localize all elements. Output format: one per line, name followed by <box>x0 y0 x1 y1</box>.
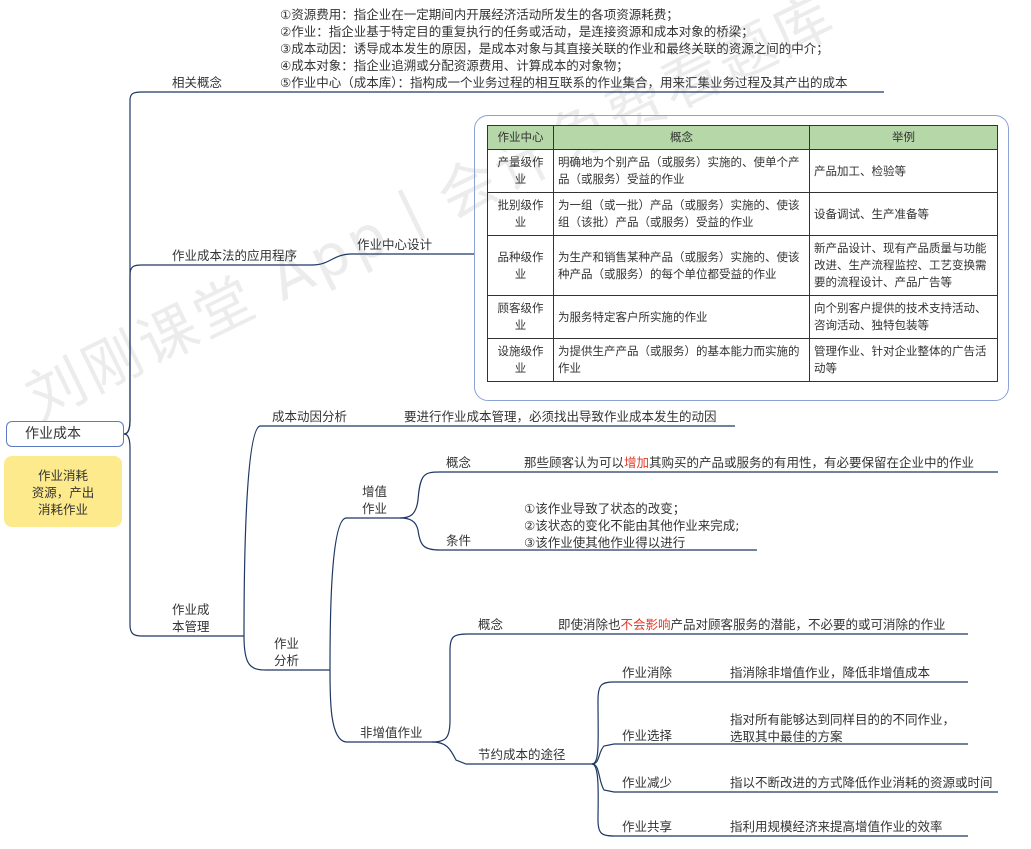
nva-concept-text: 即使消除也不会影响产品对顾客服务的潜能，不必要的或可消除的作业 <box>558 616 946 633</box>
activity-analysis-label[interactable]: 作业 分析 <box>274 635 299 669</box>
va-concept-text: 那些顾客认为可以增加其购买的产品或服务的有用性，有必要保留在企业中的作业 <box>524 454 974 471</box>
activity-analysis-line: 作业 <box>274 636 300 651</box>
activity-analysis-line: 分析 <box>274 653 300 668</box>
note-line: 消耗作业 <box>37 502 88 517</box>
management-label-line: 作业成 <box>172 602 210 617</box>
concept-item: ④成本对象：指企业追溯或分配资源费用、计算成本的对象物； <box>280 58 629 73</box>
value-added-line: 增值 <box>362 484 388 499</box>
application-label[interactable]: 作业成本法的应用程序 <box>172 248 298 263</box>
nva-concept-highlight: 不会影响 <box>620 617 671 632</box>
table-cell: 为提供生产产品（或服务）的基本能力而实施的作业 <box>553 338 810 382</box>
va-condition: ①该作业导致了状态的改变； <box>524 501 686 516</box>
concept-item: ③成本动因：诱导成本发生的原因，是成本对象与其直接关联的作业和最终关联的资源之间… <box>280 41 829 56</box>
table-cell: 为服务特定客户所实施的作业 <box>553 295 810 339</box>
management-label[interactable]: 作业成 本管理 <box>172 601 210 635</box>
table-row: 设施级作业 为提供生产产品（或服务）的基本能力而实施的作业 管理作业、针对企业整… <box>487 338 998 382</box>
way-name[interactable]: 作业共享 <box>622 819 673 834</box>
va-concept-post: 其购买的产品或服务的有用性，有必要保留在企业中的作业 <box>649 455 975 470</box>
way-desc: 指以不断改进的方式降低作业消耗的资源或时间 <box>730 775 993 790</box>
note-line: 资源，产出 <box>31 485 95 500</box>
table-header: 概念 <box>553 125 810 150</box>
va-concept-highlight: 增加 <box>624 455 650 470</box>
table-cell: 新产品设计、现有产品质量与功能改进、生产流程监控、工艺变换需要的流程设计、产品广… <box>809 235 998 296</box>
table-cell: 顾客级作业 <box>487 295 554 339</box>
value-added-line: 作业 <box>362 501 388 516</box>
way-desc: 选取其中最佳的方案 <box>730 729 843 744</box>
table-cell: 设备调试、生产准备等 <box>809 192 998 236</box>
driver-analysis-label[interactable]: 成本动因分析 <box>272 409 348 424</box>
table-cell: 为一组（或一批）产品（或服务）实施的、使该组（该批）产品（或服务）受益的作业 <box>553 192 810 236</box>
root-node[interactable]: 作业成本 <box>6 421 124 447</box>
table-row: 顾客级作业 为服务特定客户所实施的作业 向个别客户提供的技术支持活动、咨询活动、… <box>487 295 998 339</box>
nva-concept-pre: 即使消除也 <box>558 617 621 632</box>
nva-concept-label[interactable]: 概念 <box>478 617 504 632</box>
way-name[interactable]: 作业选择 <box>622 728 673 743</box>
table-header: 作业中心 <box>487 125 554 150</box>
management-label-line: 本管理 <box>172 619 210 634</box>
concept-item: ⑤作业中心（成本库）：指构成一个业务过程的相互联系的作业集合，用来汇集业务过程及… <box>280 75 848 90</box>
root-title: 作业成本 <box>25 426 81 442</box>
driver-analysis-text: 要进行作业成本管理，必须找出导致作业成本发生的动因 <box>404 409 717 424</box>
way-name[interactable]: 作业减少 <box>622 775 673 790</box>
way-desc: 指消除非增值作业，降低非增值成本 <box>730 665 931 680</box>
saving-ways-label[interactable]: 节约成本的途径 <box>478 747 566 762</box>
va-conditions-label[interactable]: 条件 <box>446 533 472 548</box>
concept-item: ①资源费用：指企业在一定期间内开展经济活动所发生的各项资源耗费； <box>280 7 679 22</box>
note-line: 作业消耗 <box>37 468 88 483</box>
nva-concept-post: 产品对顾客服务的潜能，不必要的或可消除的作业 <box>670 617 946 632</box>
table-cell: 管理作业、针对企业整体的广告活动等 <box>809 338 998 382</box>
table-row: 产量级作业 明确地为个别产品（或服务）实施的、使单个产品（或服务）受益的作业 产… <box>487 149 998 193</box>
table-cell: 向个别客户提供的技术支持活动、咨询活动、独特包装等 <box>809 295 998 339</box>
table-cell: 明确地为个别产品（或服务）实施的、使单个产品（或服务）受益的作业 <box>553 149 810 193</box>
va-condition: ③该作业使其他作业得以进行 <box>524 535 686 550</box>
value-added-label[interactable]: 增值 作业 <box>362 483 387 517</box>
table-header: 举例 <box>809 125 998 150</box>
table-cell: 批别级作业 <box>487 192 554 236</box>
root-note: 作业消耗 资源，产出 消耗作业 <box>4 456 122 527</box>
table-header-row: 作业中心 概念 举例 <box>487 125 998 150</box>
table-cell: 产量级作业 <box>487 149 554 193</box>
table-cell: 产品加工、检验等 <box>809 149 998 193</box>
table-cell: 品种级作业 <box>487 235 554 296</box>
table-cell: 为生产和销售某种产品（或服务）实施的、使该种产品（或服务）的每个单位都受益的作业 <box>553 235 810 296</box>
way-name[interactable]: 作业消除 <box>622 665 673 680</box>
activity-center-table: 作业中心 概念 举例 产量级作业 明确地为个别产品（或服务）实施的、使单个产品（… <box>487 125 998 382</box>
non-value-added-label[interactable]: 非增值作业 <box>360 725 423 740</box>
table-row: 品种级作业 为生产和销售某种产品（或服务）实施的、使该种产品（或服务）的每个单位… <box>487 235 998 296</box>
way-desc: 指利用规模经济来提高增值作业的效率 <box>730 819 943 834</box>
table-frame <box>474 115 1009 401</box>
va-concept-label[interactable]: 概念 <box>446 455 472 470</box>
related-concepts-label[interactable]: 相关概念 <box>172 75 223 90</box>
way-desc: 指对所有能够达到同样目的的不同作业， <box>730 712 956 727</box>
concept-item: ②作业：指企业基于特定目的重复执行的任务或活动，是连接资源和成本对象的桥梁； <box>280 24 754 39</box>
va-concept-pre: 那些顾客认为可以 <box>524 455 625 470</box>
table-cell: 设施级作业 <box>487 338 554 382</box>
va-condition: ②该状态的变化不能由其他作业来完成; <box>524 518 740 533</box>
activity-center-design-label[interactable]: 作业中心设计 <box>357 237 433 252</box>
table-row: 批别级作业 为一组（或一批）产品（或服务）实施的、使该组（该批）产品（或服务）受… <box>487 192 998 236</box>
